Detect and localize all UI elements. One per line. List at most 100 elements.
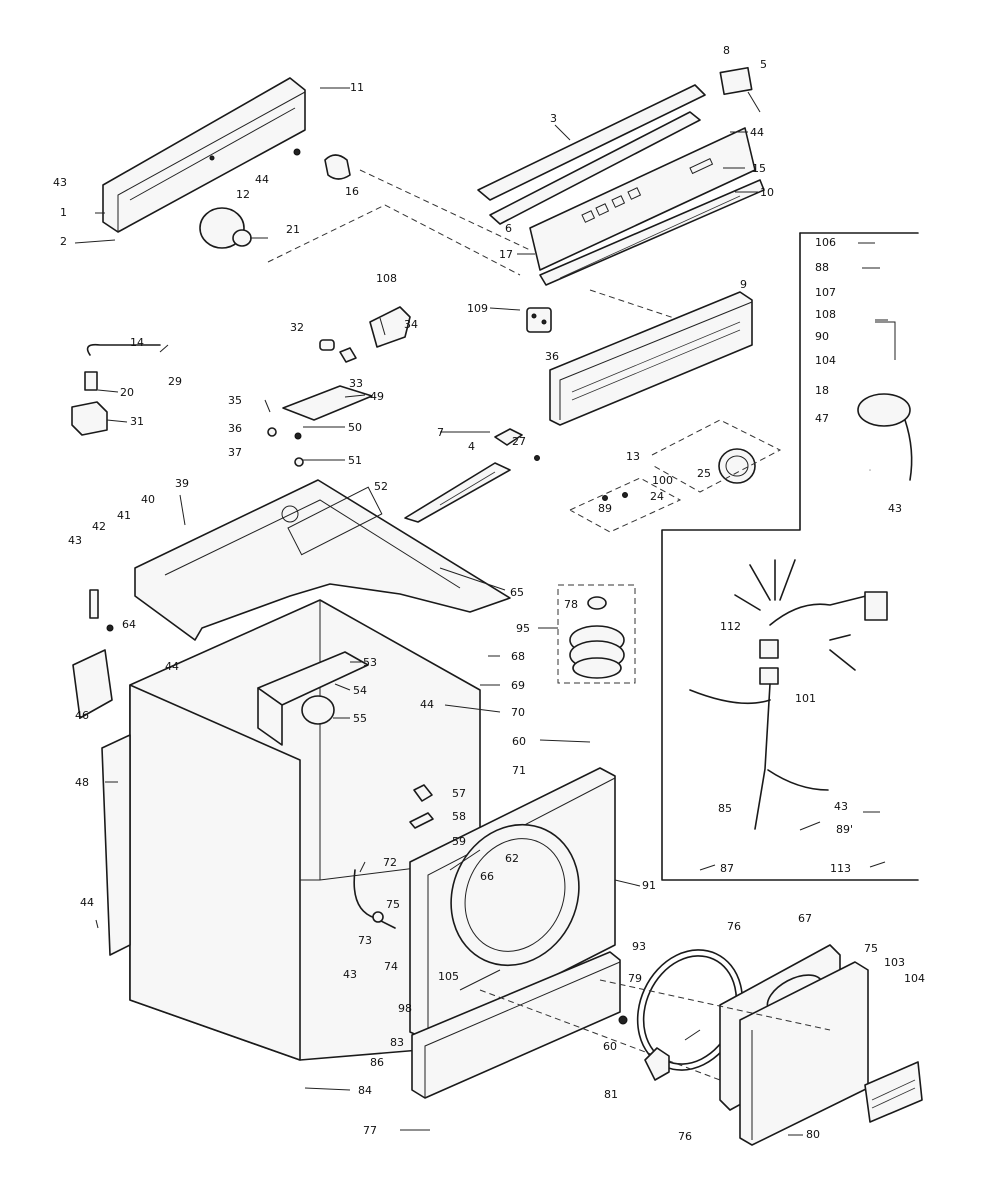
wiring-inset-frame <box>661 232 919 881</box>
callout-43e: 43 <box>834 800 848 813</box>
callout-43c: 43 <box>343 968 357 981</box>
callout-88: 88 <box>815 261 829 274</box>
handle-104-part <box>864 1061 923 1123</box>
callout-2: 2 <box>60 235 67 248</box>
callout-40: 40 <box>141 493 155 506</box>
callout-113: 113 <box>830 862 851 875</box>
callout-81: 81 <box>604 1088 618 1101</box>
callout-44b: 44 <box>750 126 764 139</box>
door-switch-100-part <box>651 419 782 493</box>
front-frame-part <box>409 767 616 1041</box>
callout-9: 9 <box>740 278 747 291</box>
callout-35: 35 <box>228 394 242 407</box>
console-panel-part <box>477 84 765 286</box>
bracket-34-part <box>369 306 411 348</box>
callout-79: 79 <box>628 972 642 985</box>
callout-60: 60 <box>512 735 526 748</box>
bracket-42-part <box>89 589 99 619</box>
callout-105: 105 <box>438 970 459 983</box>
callout-47: 47 <box>815 412 829 425</box>
callout-112: 112 <box>720 620 741 633</box>
callout-95: 95 <box>516 622 530 635</box>
callout-10: 10 <box>760 186 774 199</box>
drum-light-47-part <box>857 393 913 481</box>
callout-104b: 104 <box>815 354 836 367</box>
callout-72: 72 <box>383 856 397 869</box>
valve-31-part <box>71 343 161 436</box>
bumper-79-part <box>618 1015 628 1025</box>
cover-49-part <box>282 385 373 421</box>
callout-75: 75 <box>864 942 878 955</box>
cabinet-part <box>101 599 481 1061</box>
callout-75b: 75 <box>386 898 400 911</box>
callout-76: 76 <box>727 920 741 933</box>
switch-36-part <box>526 307 552 333</box>
callout-44: 44 <box>255 173 269 186</box>
callout-60b: 60 <box>603 1040 617 1053</box>
latch-4-part <box>494 428 540 461</box>
callout-73: 73 <box>358 934 372 947</box>
callout-93: 93 <box>632 940 646 953</box>
callout-8: 8 <box>723 44 730 57</box>
kick-panel-part <box>411 951 621 1099</box>
callout-62: 62 <box>505 852 519 865</box>
callout-65: 65 <box>510 586 524 599</box>
callout-98: 98 <box>398 1002 412 1015</box>
callout-37: 37 <box>228 446 242 459</box>
callout-100: 100 <box>652 474 673 487</box>
callout-87: 87 <box>720 862 734 875</box>
screw-36-part <box>267 427 277 437</box>
callout-76b: 76 <box>678 1130 692 1143</box>
screw-51-part <box>294 457 304 467</box>
callout-51: 51 <box>348 454 362 467</box>
callout-21: 21 <box>286 223 300 236</box>
callout-3: 3 <box>550 112 557 125</box>
callout-44e: 44 <box>80 896 94 909</box>
timer-knob-part <box>199 207 268 249</box>
callout-43: 43 <box>53 176 67 189</box>
callout-46: 46 <box>75 709 89 722</box>
callout-29: 29 <box>168 375 182 388</box>
callout-labels: 1 2 43 11 44 16 12 21 3 6 17 8 5 44 15 1… <box>53 44 925 1143</box>
callout-70: 70 <box>511 706 525 719</box>
hinge-81-part <box>644 1047 670 1081</box>
callout-25: 25 <box>697 467 711 480</box>
callout-50: 50 <box>348 421 362 434</box>
callout-101: 101 <box>795 692 816 705</box>
callout-85: 85 <box>718 802 732 815</box>
bracket-24-part <box>569 477 682 533</box>
callout-59: 59 <box>452 835 466 848</box>
callout-15: 15 <box>752 162 766 175</box>
callout-36b: 36 <box>545 350 559 363</box>
callout-1: 1 <box>60 206 67 219</box>
callout-104: 104 <box>904 972 925 985</box>
callout-108: 108 <box>376 272 397 285</box>
callout-67: 67 <box>798 912 812 925</box>
callout-34: 34 <box>404 318 418 331</box>
callout-39: 39 <box>175 477 189 490</box>
callout-36: 36 <box>228 422 242 435</box>
callout-69: 69 <box>511 679 525 692</box>
callout-18: 18 <box>815 384 829 397</box>
callout-13: 13 <box>626 450 640 463</box>
switch-57-part <box>409 784 434 829</box>
motor-53-part <box>257 651 369 746</box>
callout-11: 11 <box>350 81 364 94</box>
grommet-50-part <box>294 432 302 440</box>
spring-32-part <box>319 339 357 363</box>
callout-64: 64 <box>122 618 136 631</box>
hinge-52-part <box>404 462 511 523</box>
callout-57: 57 <box>452 787 466 800</box>
screw-40-part <box>106 624 114 632</box>
callout-84: 84 <box>358 1084 372 1097</box>
switch-5-part <box>719 66 761 113</box>
left-end-cap-part <box>102 77 306 233</box>
wiring-harness-112-part <box>689 469 888 830</box>
callout-103: 103 <box>884 956 905 969</box>
callout-86: 86 <box>370 1056 384 1069</box>
callout-44c: 44 <box>165 660 179 673</box>
screw-44-top <box>293 148 301 156</box>
callout-48: 48 <box>75 776 89 789</box>
callout-106: 106 <box>815 236 836 249</box>
